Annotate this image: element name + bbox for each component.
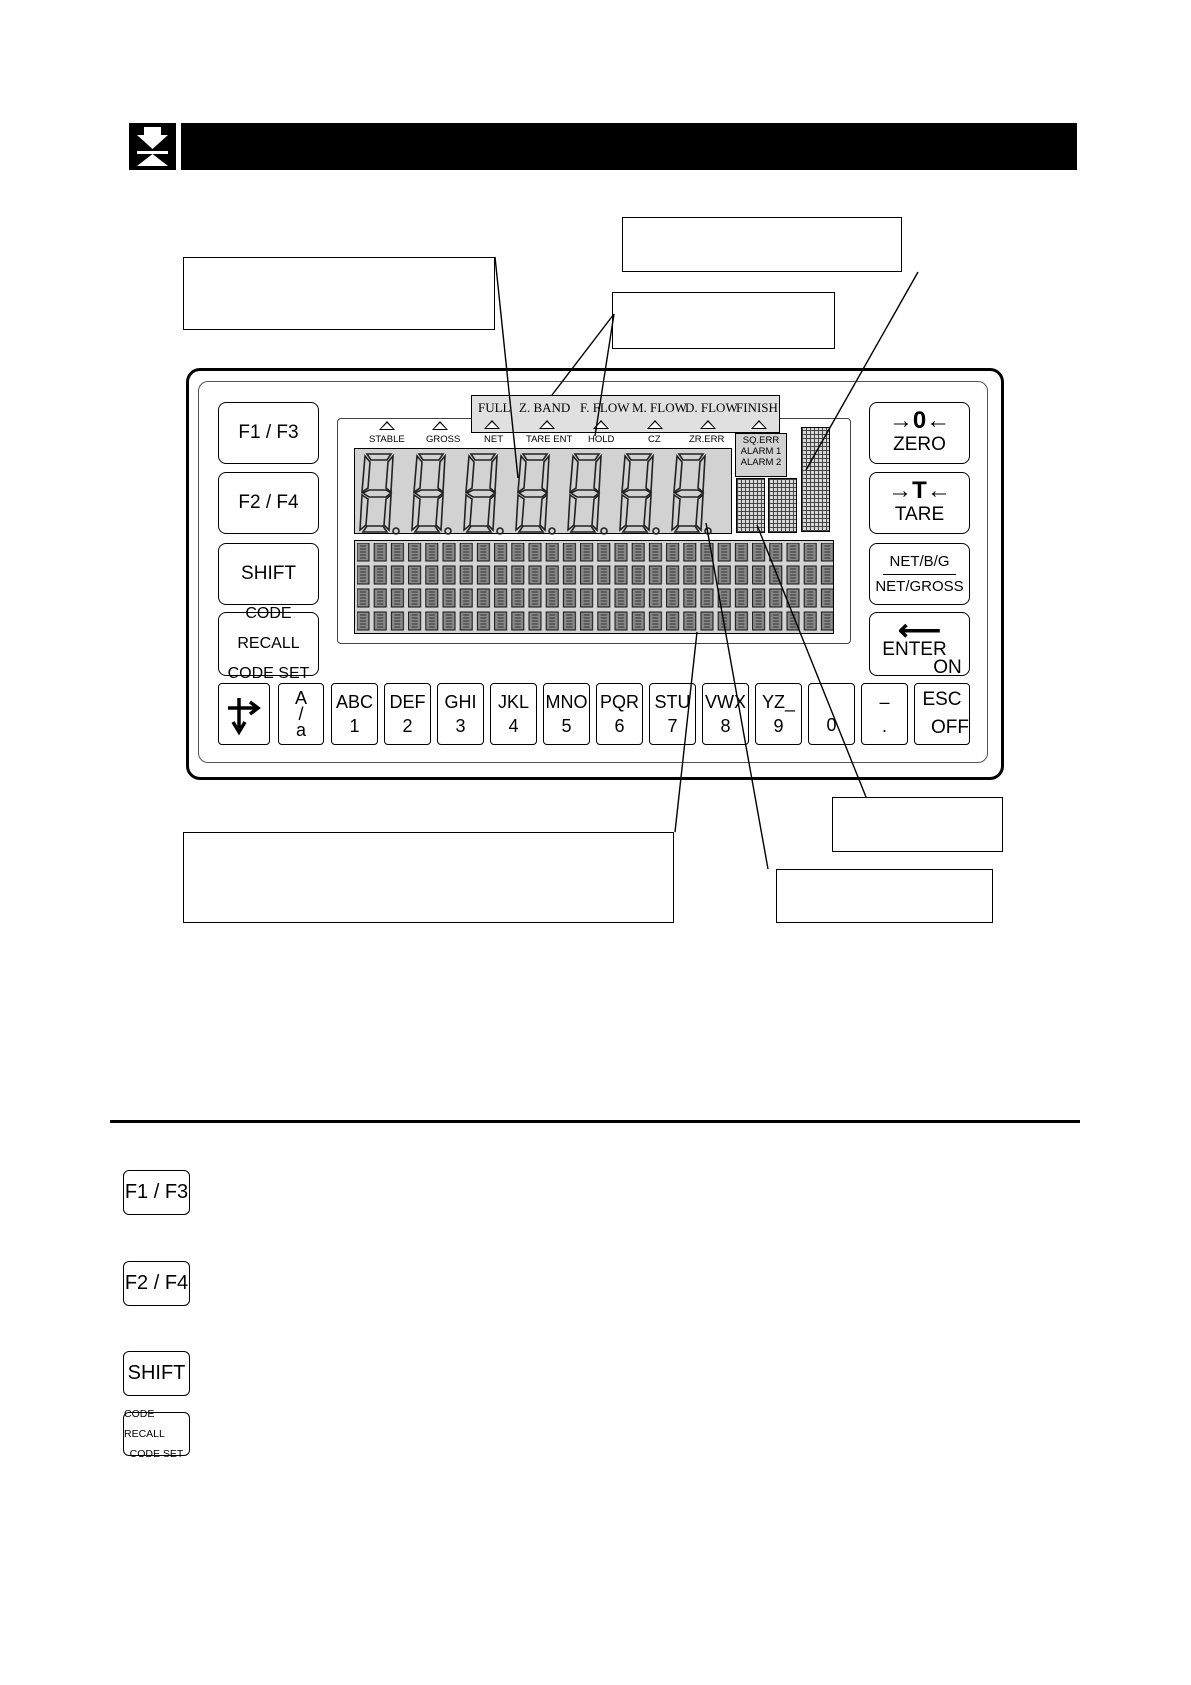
callout-weight-display — [183, 257, 495, 330]
f1-f3-button[interactable]: F1 / F3 — [218, 402, 319, 464]
triangle-icon — [593, 420, 609, 429]
unit-dot-matrix-2 — [768, 478, 797, 533]
status-hold: HOLD — [588, 434, 615, 445]
status-tare-ent: TARE ENT — [526, 434, 573, 445]
status-net: NET — [484, 434, 503, 445]
weight-display — [354, 448, 732, 535]
zero-arrows-icon: →0← — [888, 407, 951, 434]
callout-status-indicators — [612, 292, 835, 349]
enter-arrow-icon: ⟵ — [897, 614, 941, 647]
text-display — [354, 540, 834, 634]
section-header-bar — [181, 123, 1077, 170]
f2-f4-button[interactable]: F2 / F4 — [218, 472, 319, 534]
triangle-icon — [751, 420, 767, 429]
legend-shift-key: SHIFT — [123, 1351, 190, 1396]
status-zr-err: ZR.ERR — [689, 434, 725, 445]
enter-button[interactable]: ⟵ ENTER ON — [869, 612, 970, 678]
legend-f2-f4-key: F2 / F4 — [123, 1261, 190, 1306]
alarm-indicator-box: SQ.ERR ALARM 1 ALARM 2 — [735, 433, 787, 477]
mode-indicator-panel: FULL Z. BAND F. FLOW M. FLOW D. FLOW FIN… — [471, 395, 780, 433]
triangle-icon — [647, 420, 663, 429]
mode-finish: FINISH — [736, 400, 778, 415]
mode-f-flow: F. FLOW — [580, 400, 630, 415]
front-panel — [186, 368, 1004, 780]
section-divider — [110, 1120, 1080, 1123]
legend-code-recall-key: CODE RECALL CODE SET — [123, 1408, 190, 1460]
status-alarm-2: ALARM 2 — [740, 457, 782, 468]
case-toggle-button[interactable]: A / a — [278, 683, 324, 745]
status-stable: STABLE — [369, 434, 405, 445]
callout-decimal-point — [776, 869, 993, 923]
triangle-icon — [432, 421, 448, 430]
callout-dot-matrix — [622, 217, 902, 272]
front-panel-inner — [198, 381, 988, 763]
status-alarm-1: ALARM 1 — [740, 446, 782, 457]
code-recall-button[interactable]: CODE RECALL CODE SET — [218, 605, 319, 682]
tare-arrows-icon: →T← — [888, 477, 951, 504]
net-gross-button[interactable]: NET/B/G NET/GROSS — [869, 543, 970, 605]
unit-dot-matrix-1 — [736, 478, 765, 533]
status-sq-err: SQ.ERR — [742, 435, 780, 446]
callout-unit-display — [832, 797, 1003, 852]
mode-d-flow: D. FLOW — [685, 400, 738, 415]
mode-full: FULL — [478, 400, 511, 415]
mode-z-band: Z. BAND — [519, 400, 571, 415]
key-decimal-button[interactable]: –. — [861, 683, 908, 745]
arrow-cross-button[interactable] — [218, 683, 270, 745]
tare-button[interactable]: →T← TARE — [869, 472, 970, 534]
unit-dot-matrix-3 — [801, 427, 830, 532]
status-gross: GROSS — [426, 434, 461, 445]
triangle-icon — [379, 421, 395, 430]
triangle-icon — [700, 420, 716, 429]
key-0-button[interactable]: 0 — [808, 683, 855, 745]
zero-button[interactable]: →0← ZERO — [869, 402, 970, 464]
triangle-icon — [539, 420, 555, 429]
arrow-cross-icon — [228, 698, 261, 736]
callout-text-display — [183, 832, 674, 923]
mode-m-flow: M. FLOW — [632, 400, 687, 415]
triangle-icon — [484, 420, 500, 429]
status-indicator-row: STABLE GROSS NET TARE ENT HOLD CZ ZR.ERR — [362, 434, 782, 448]
key-9-button[interactable]: YZ_9 — [755, 683, 802, 745]
status-cz: CZ — [648, 434, 661, 445]
shift-button[interactable]: SHIFT — [218, 543, 319, 605]
legend-f1-f3-key: F1 / F3 — [123, 1170, 190, 1215]
section-marker-icon — [129, 123, 176, 170]
